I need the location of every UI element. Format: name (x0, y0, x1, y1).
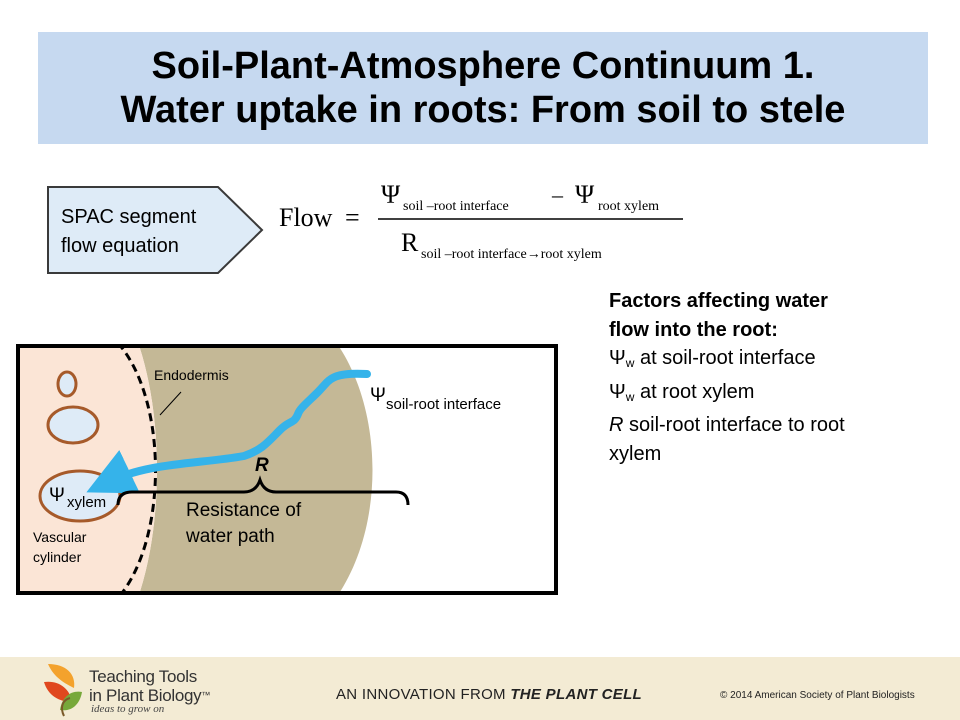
equation-lhs: Flow (279, 203, 333, 232)
factor-item-3-text: soil-root interface to root (623, 414, 845, 436)
factor-item-2-text: at root xylem (634, 380, 755, 403)
segment-label-line-2: flow equation (61, 235, 179, 257)
equation-equals: = (345, 203, 360, 232)
equation-area: SPAC segment flow equation Flow = Ψ soil… (47, 180, 683, 274)
psi-subscript: w (625, 389, 635, 404)
factor-item-1-text: at soil-root interface (634, 347, 816, 369)
psi-soil-symbol: Ψ (370, 385, 386, 406)
resistance-brace (116, 475, 410, 506)
footer-tagline: ideas to grow on (91, 703, 165, 715)
cortex-region (139, 348, 373, 591)
footer-brand: Teaching Tools in Plant Biology™ (89, 667, 210, 705)
numerator-psi-2: Ψ (575, 180, 595, 209)
factor-item-3-cont: xylem (609, 442, 662, 465)
resistance-label-line-2: water path (185, 526, 275, 547)
resistance-label-line-1: Resistance of (186, 500, 302, 521)
denominator-r: R (401, 228, 419, 257)
title-banner: Soil-Plant-Atmosphere Continuum 1. Water… (38, 32, 928, 144)
factors-list: Factors affecting water flow into the ro… (609, 287, 929, 468)
footer-innovation-prefix: AN INNOVATION FROM (336, 686, 511, 703)
numerator-sub-2: root xylem (598, 199, 659, 214)
psi-symbol: Ψ (609, 380, 626, 403)
psi-soil-subscript: soil-root interface (386, 396, 501, 413)
page-title-line-1: Soil-Plant-Atmosphere Continuum 1. (151, 45, 815, 87)
factor-item-1: Ψw at soil-root interface (609, 344, 929, 378)
footer-brand-line-1: Teaching Tools (89, 667, 197, 686)
numerator-sub-1: soil –root interface (403, 199, 509, 214)
segment-label-line-1: SPAC segment (61, 206, 197, 228)
diagram-frame (16, 344, 558, 595)
endodermis-label: Endodermis (154, 367, 229, 383)
footer-brand-line-2-wrap: in Plant Biology™ (89, 686, 210, 705)
footer-copyright: © 2014 American Society of Plant Biologi… (720, 690, 915, 701)
page-title-line-2: Water uptake in roots: From soil to stel… (120, 89, 846, 131)
vascular-label-line-1: Vascular (33, 529, 87, 545)
psi-subscript: w (625, 356, 635, 370)
footer-bar (0, 657, 960, 720)
trademark: ™ (201, 690, 211, 700)
water-flow-arrow (86, 369, 371, 494)
factor-item-3: R soil-root interface to root (609, 411, 929, 440)
numerator-minus: – (551, 182, 564, 207)
factor-item-2: Ψw at root xylem (609, 378, 929, 412)
vascular-label-line-2: cylinder (33, 549, 82, 565)
footer-innovation: AN INNOVATION FROM THE PLANT CELL (336, 686, 642, 703)
r-symbol: R (609, 414, 624, 436)
footer-brand-line-2: in Plant Biology (89, 686, 202, 705)
r-label: R (255, 455, 269, 476)
numerator-psi-1: Ψ (381, 180, 401, 209)
psi-xylem-symbol: Ψ (49, 485, 65, 506)
flow-equation: Flow = Ψ soil –root interface – Ψ root x… (279, 180, 683, 262)
ttpb-logo-icon (44, 664, 82, 717)
medium-vessel (46, 405, 100, 445)
small-vessel (56, 370, 78, 398)
factors-heading-1: Factors affecting water (609, 290, 828, 312)
endodermis-pointer (159, 391, 182, 416)
footer-innovation-journal: THE PLANT CELL (510, 686, 643, 703)
segment-arrow-box (47, 186, 264, 274)
psi-xylem-subscript: xylem (67, 494, 106, 511)
denominator-sub: soil –root interface→root xylem (421, 247, 602, 262)
psi-symbol: Ψ (609, 347, 626, 369)
factors-heading-2: flow into the root: (609, 318, 778, 341)
